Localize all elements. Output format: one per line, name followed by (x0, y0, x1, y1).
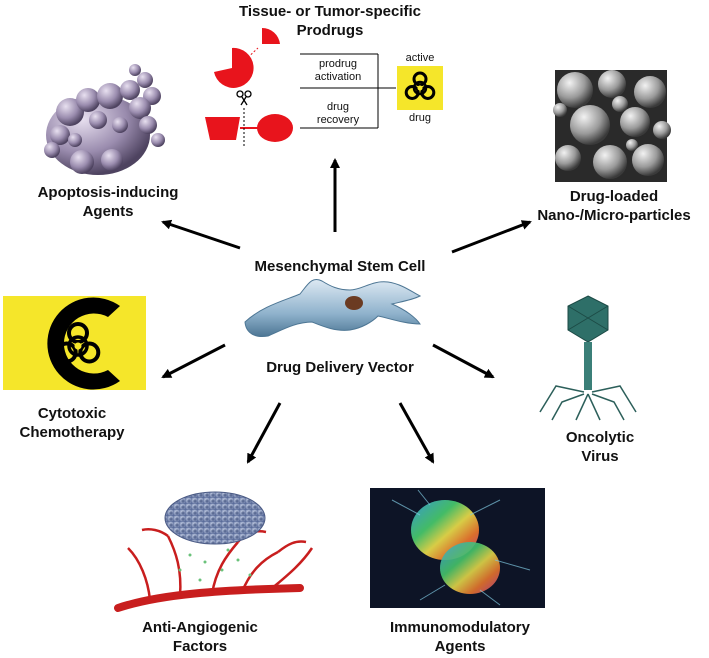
immuno-label: Immunomodulatory Agents (370, 618, 550, 656)
prodrugs-label-line1: Tissue- or Tumor-specific (239, 3, 421, 20)
apoptosis-label-line2: Agents (82, 203, 134, 220)
recovery-line2: recovery (316, 114, 360, 126)
arrows (161, 158, 532, 464)
chemo-label-line2: Chemotherapy (19, 424, 125, 441)
prodrug-wedge-shape (262, 27, 280, 44)
apoptosis-cell-image (44, 64, 165, 175)
virus-label-line1: Oncolytic (565, 429, 635, 446)
prodrug-pie-shape (214, 47, 254, 88)
particles-label: Drug-loaded Nano-/Micro-particles (522, 187, 706, 225)
biohazard-icon (404, 71, 436, 100)
prodrug-circle-shape (257, 114, 293, 142)
activation-label: prodrug activation (300, 58, 376, 84)
virus-label-line2: Virus (581, 448, 619, 465)
chemo-label: Cytotoxic Chemotherapy (2, 404, 142, 442)
active-label: active (405, 52, 435, 64)
virus-icon (539, 295, 637, 421)
activation-line1: prodrug (319, 58, 357, 70)
prodrugs-label-line2: Prodrugs (296, 22, 364, 39)
chemotherapy-image (3, 296, 146, 390)
immuno-label-line2: Agents (434, 638, 486, 655)
angio-label-line2: Factors (172, 638, 228, 655)
scissors-icon (236, 90, 252, 106)
chemo-label-line1: Cytotoxic (37, 405, 107, 422)
prodrug-panel (205, 27, 443, 146)
apoptosis-label-line1: Apoptosis-inducing (37, 184, 179, 201)
angio-label-line1: Anti-Angiogenic (142, 619, 258, 636)
prodrugs-label: Tissue- or Tumor-specific Prodrugs (215, 2, 445, 40)
prodrug-trapezoid-shape (205, 117, 240, 140)
angio-label: Anti-Angiogenic Factors (115, 618, 285, 656)
angiogenic-image (114, 491, 314, 612)
stem-cell-icon (244, 279, 422, 337)
arrow-to-apoptosis (161, 219, 241, 250)
particles-label-line1: Drug-loaded (569, 188, 659, 205)
pie-dash (244, 47, 259, 61)
drug-label: drug (408, 112, 432, 124)
immunomodulatory-image (370, 488, 545, 608)
recovery-line1: drug (326, 101, 350, 113)
center-title: Mesenchymal Stem Cell (254, 258, 426, 275)
arrow-to-angio (246, 402, 282, 464)
arrow-to-particles (451, 220, 532, 254)
arrow-to-chemo (161, 343, 226, 379)
particles-label-line2: Nano-/Micro-particles (537, 207, 691, 224)
recovery-label: drug recovery (300, 101, 376, 127)
biohazard-icon (55, 322, 101, 364)
nanoparticles-image (553, 70, 671, 182)
activation-line2: activation (314, 71, 362, 83)
apoptosis-label: Apoptosis-inducing Agents (18, 183, 198, 221)
center-subtitle: Drug Delivery Vector (266, 359, 414, 376)
arrow-to-virus (432, 343, 495, 379)
virus-label: Oncolytic Virus (540, 428, 660, 466)
arrow-to-immuno (398, 402, 435, 464)
immuno-label-line1: Immunomodulatory (389, 619, 530, 636)
